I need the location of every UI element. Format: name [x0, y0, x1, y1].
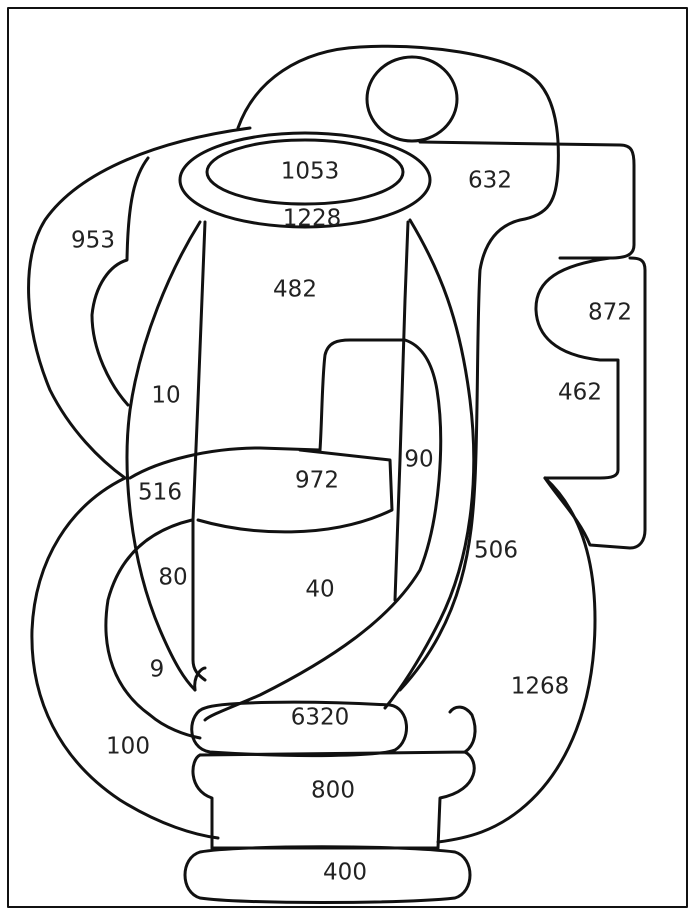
left-loop-outer	[27, 126, 252, 480]
region-872-outline	[534, 256, 620, 480]
big-loop-outer	[30, 476, 220, 840]
mouth-outer	[178, 131, 432, 229]
base-400	[183, 845, 472, 904]
jug-right-inner	[393, 220, 410, 602]
region-800-label: 800	[311, 777, 355, 804]
step-shape	[196, 338, 443, 722]
region-1228-label: 1228	[282, 205, 342, 232]
region-482-label: 482	[273, 276, 317, 303]
region-80-label: 80	[158, 564, 188, 591]
region-516-label: 516	[138, 479, 182, 506]
region-462-label: 462	[558, 379, 602, 406]
region-100-label: 100	[106, 733, 150, 760]
region-1268-label: 1268	[510, 673, 570, 700]
step-notch	[128, 446, 322, 480]
region-1053-label: 1053	[280, 158, 340, 185]
region-506-label: 506	[474, 537, 518, 564]
base-right-notch	[448, 705, 477, 754]
region-90-label: 90	[404, 446, 434, 473]
base-left-notch	[193, 666, 207, 692]
mouth-inner	[205, 138, 405, 206]
top-arch	[236, 44, 560, 692]
right-band-outer	[418, 140, 636, 260]
region-972-label: 972	[295, 467, 339, 494]
small-circle	[365, 55, 459, 143]
region-872-label: 872	[588, 299, 632, 326]
jug-right-side	[383, 218, 476, 710]
big-loop-inner	[104, 518, 202, 740]
jug-left-side	[125, 220, 202, 692]
right-lobe	[436, 476, 597, 844]
region-632-label: 632	[468, 167, 512, 194]
region-9-label: 9	[149, 656, 165, 683]
region-953-label: 953	[71, 227, 115, 254]
jug-left-inner	[191, 220, 207, 682]
region-6320-label: 6320	[290, 704, 350, 731]
region-400-label: 400	[323, 859, 367, 886]
region-10-label: 10	[151, 382, 181, 409]
left-loop-inner	[90, 156, 150, 407]
region-40-label: 40	[305, 576, 335, 603]
base-800	[191, 750, 476, 850]
base-6320	[190, 700, 408, 758]
outer-frame	[7, 7, 688, 908]
